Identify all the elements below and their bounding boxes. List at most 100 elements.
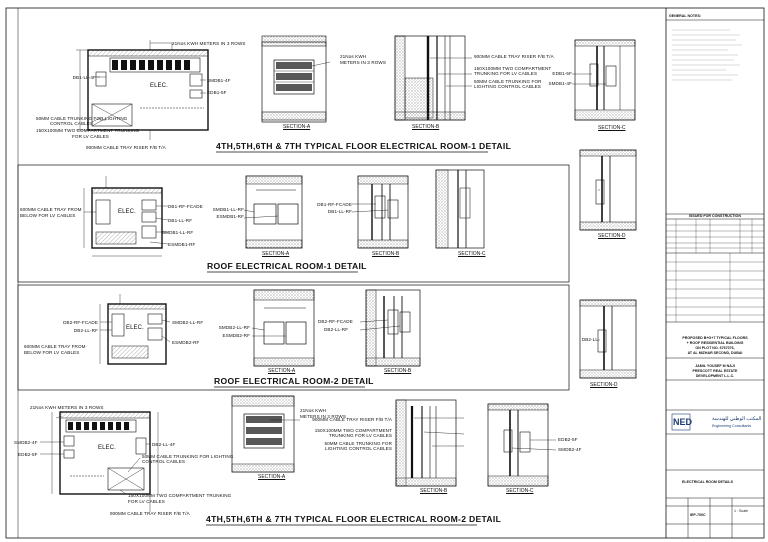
label-elec-room: ELEC. [150, 83, 168, 89]
label-p4-secC-smdb: SMDB2-4F [558, 447, 582, 452]
label-roof2-esmdb: ESMDB2-RF [172, 340, 200, 345]
label-p4-secB-tray: 900MM CABLE TRAY RISER F/B T/A [312, 417, 392, 422]
title-roof-room-2: ROOF ELECTRICAL ROOM-2 DETAIL [214, 376, 374, 386]
label-roof1-smdb: SMDB1-LL-RF [162, 230, 194, 235]
label-secC-smdb: SMDB1-4F [548, 81, 572, 86]
label-secB-trunk-2: TRUNKING FOR LV CABLES [474, 71, 538, 76]
drawing-number: IEP-700C [690, 513, 706, 517]
section-d-roof-room-2 [579, 299, 637, 379]
label-roof1-section-d: SECTION-D [598, 233, 626, 239]
label-p4-tray: 900MM CABLE TRAY RISER F/B T/A [110, 511, 190, 516]
drawing-scale: 1 : Scale [734, 509, 748, 513]
company-logo-mark [671, 413, 691, 431]
section-c-elec-room-2 [487, 403, 549, 487]
label-section-c: SECTION-C [598, 125, 626, 131]
label-p4-db-right: DB2-LL-4F [152, 442, 176, 447]
label-p4-edb: EDB2-5F [18, 452, 38, 457]
section-d-roof-room-1 [579, 149, 637, 231]
label-section-b: SECTION-B [412, 124, 440, 130]
label-roof1-section-a: SECTION-A [262, 251, 290, 257]
label-roof2-secD-ll: DB2-LL [581, 337, 598, 342]
section-b-roof-room-2 [365, 289, 421, 367]
label-secB-light-2: LIGHTING CONTROL CABLES [474, 84, 541, 89]
section-a-elec-room-2 [231, 395, 295, 473]
label-cable-tray: 900MM CABLE TRAY RISER F/B T/A [86, 145, 166, 150]
issued-for-construction: ISSUED FOR CONSTRUCTION [689, 214, 741, 218]
label-p4-secA-meters-2: METERS IN 3 ROWS [300, 414, 347, 419]
label-roof2-secB-ll: DB2-LL-RF [324, 327, 349, 332]
project-line-4: AT AL MIZHAR SECOND, DUBAI [687, 351, 743, 355]
label-p4-section-c: SECTION-C [506, 488, 534, 494]
section-a-roof-room-2 [253, 289, 315, 367]
label-roof1-ll: DB1-LL-RF [168, 218, 193, 223]
company-name-english: Engineering Consultants [712, 424, 752, 428]
section-a-elec-room-1 [261, 35, 327, 123]
label-p4-trunk-light-2: CONTROL CABLES [142, 459, 186, 464]
client-line-1: JAMIL YOUSEF M NAJI [695, 364, 735, 368]
label-roof2-ll: DB2-LL-RF [73, 328, 98, 333]
label-db-left: DB1-LL-4F [72, 75, 96, 80]
label-section-a: SECTION-A [283, 124, 311, 130]
label-roof1-section-b: SECTION-B [372, 251, 400, 257]
label-roof2-section-d: SECTION-D [590, 382, 618, 388]
project-line-1: PROPOSED B+G+7 TYPICAL FLOORS [682, 336, 748, 340]
label-roof1-secA-smdb: SMDB1-LL-RF [212, 207, 244, 212]
label-roof1-fcade: DB1-RF-FCADE [168, 204, 203, 209]
label-p4-section-a: SECTION-A [258, 474, 286, 480]
label-roof2-section-a: SECTION-A [268, 368, 296, 374]
plan-roof-room-1 [83, 176, 163, 257]
panel-frame-roof-1 [17, 164, 570, 283]
section-b-roof-room-1 [357, 175, 409, 249]
label-edb: EDB1-5F [207, 90, 227, 95]
general-notes-lines [672, 29, 742, 81]
section-c-elec-room-1 [574, 39, 636, 121]
label-roof1-tray-2: BELOW FOR LV CABLES [20, 213, 76, 218]
label-trunk-lv-2: FOR LV CABLES [72, 134, 109, 139]
section-b-elec-room-2 [395, 399, 457, 487]
plan-elec-room-1 [76, 40, 209, 140]
label-p4-kwh-meters: 21Nos KWH METERS IN 3 ROWS [30, 405, 104, 410]
label-roof1-tray-1: 600MM CABLE TRAY FROM [20, 207, 82, 212]
sheet-border [5, 7, 765, 539]
label-p4-trunk-lv-2: FOR LV CABLES [128, 499, 165, 504]
label-secA-meters-2: METERS IN 3 ROWS [340, 60, 387, 65]
label-roof2-smdb: SMDB2-LL-RF [172, 320, 204, 325]
label-roof2-tray-2: BELOW FOR LV CABLES [24, 350, 80, 355]
label-p4-secB-light-1: 50MM CABLE TRUNKING FOR [324, 441, 392, 446]
label-roof2-fcade: DB2-RF-FCADE [63, 320, 98, 325]
label-secB-light-1: 50MM CABLE TRUNKING FOR [474, 79, 542, 84]
client-line-3: DEVELOPMENT L.L.C. [695, 374, 735, 378]
label-secC-edb: EDB1-5F [552, 71, 572, 76]
label-p4-secB-light-2: LIGHTING CONTROL CABLES [325, 446, 392, 451]
drawing-title: ELECTRICAL ROOM DETAILS [682, 480, 733, 484]
label-kwh-meters: 21Nos KWH METERS IN 3 ROWS [172, 41, 246, 46]
company-logo: NED [673, 417, 693, 427]
title-typical-floor-room-2: 4TH,5TH,6TH & 7TH TYPICAL FLOOR ELECTRIC… [206, 514, 502, 524]
label-roof1-elec: ELEC. [118, 209, 136, 215]
label-p4-section-b: SECTION-B [420, 488, 448, 494]
leader-lines [40, 43, 606, 512]
project-line-2: + ROOF RESIDENTIAL BUILDING [686, 341, 744, 345]
plan-roof-room-2 [99, 294, 167, 365]
label-roof2-secA-smdb: SMDB2-LL-RF [218, 325, 250, 330]
label-roof2-section-b: SECTION-B [384, 368, 412, 374]
section-c-roof-room-1 [435, 169, 485, 249]
label-trunk-lv-1: 150X100MM TWO COMPARTMENT TRUNKING [36, 128, 140, 133]
label-roof2-secA-esmdb: ESMDB2-RF [222, 333, 250, 338]
label-secB-trunk-1: 150X100MM TWO COMPARTMENT [474, 66, 552, 71]
label-secB-tray: 900MM CABLE TRAY RISER F/B T/A [474, 54, 554, 59]
label-p4-trunk-lv-1: 150X100MM TWO COMPARTMENT TRUNKING [128, 493, 232, 498]
label-roof2-secB-fcade: DB2-RF-FCADE [318, 319, 353, 324]
label-roof2-tray-1: 600MM CABLE TRAY FROM [24, 344, 86, 349]
label-p4-secB-trunk-2: TRUNKING FOR LV CABLES [328, 433, 392, 438]
label-smdb: SMDB1-4F [207, 78, 231, 83]
title-typical-floor-room-1: 4TH,5TH,6TH & 7TH TYPICAL FLOOR ELECTRIC… [216, 141, 512, 151]
panel-frame-roof-2 [17, 284, 570, 391]
label-p4-smdb: SMDB2-4F [14, 440, 38, 445]
company-name-arabic: المكتب الوطني للهندسة [712, 416, 762, 422]
label-secA-meters-1: 21Nos KWH [340, 54, 367, 59]
title-block [666, 19, 764, 538]
project-line-3: ON PLOT NO. 6767076, [695, 346, 735, 350]
